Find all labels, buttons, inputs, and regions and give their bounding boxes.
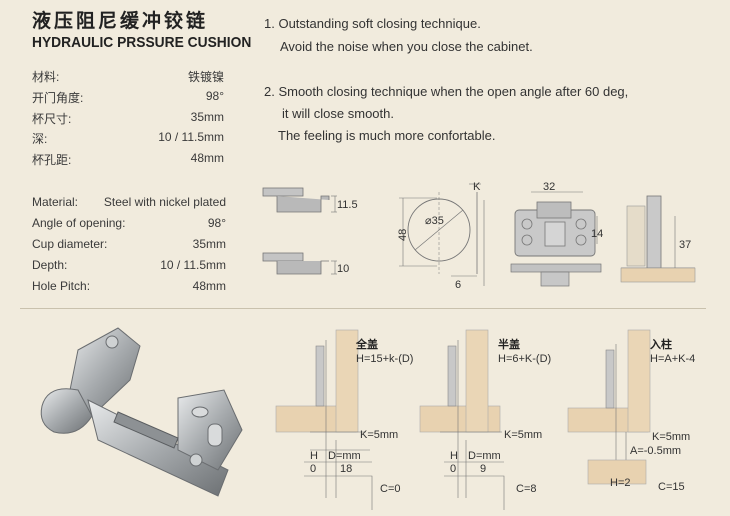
plate-height-label: 14 xyxy=(591,228,603,240)
overlay-k-label: K=5mm xyxy=(652,431,690,443)
mounting-plate: 32 14 xyxy=(510,181,603,287)
technical-drawings: 11.5 10 ⌀35 48 K 6 32 xyxy=(262,181,696,291)
cup-plan-view: ⌀35 48 K 6 xyxy=(397,181,485,291)
table-header: D=mm xyxy=(468,450,501,462)
title-english: HYDRAULIC PRSSURE CUSHION xyxy=(32,34,252,51)
spec-value: 铁镀镍 xyxy=(187,70,224,84)
overlay-a-label: A=-0.5mm xyxy=(630,445,681,457)
overlay-h-label: H=2 xyxy=(610,477,631,489)
full-overlay-diagram: 全盖 H=15+k-(D) K=5mm H D=mm 0 18 C=0 xyxy=(275,329,413,510)
spec-value: 48mm xyxy=(190,151,224,165)
feature-line: 1. Outstanding soft closing technique. xyxy=(264,16,481,31)
hole-pitch-label: 48 xyxy=(397,229,409,241)
spec-value: 35mm xyxy=(192,237,226,251)
spec-label: Depth: xyxy=(32,258,68,272)
plate-width-label: 32 xyxy=(543,181,555,193)
title-chinese: 液压阻尼缓冲铰链 xyxy=(32,11,209,32)
spec-row: 材料: 铁镀镍 xyxy=(32,68,224,88)
feature-line: The feeling is much more confortable. xyxy=(278,128,496,143)
overlay-formula: H=A+K-4 xyxy=(650,353,695,365)
spec-label: Angle of opening: xyxy=(32,216,126,230)
overlay-k-label: K=5mm xyxy=(504,429,542,441)
feature-line: it will close smooth. xyxy=(282,106,394,121)
spec-value: 98° xyxy=(205,89,224,103)
spec-row: Depth: 10 / 11.5mm xyxy=(32,258,226,278)
table-value: 18 xyxy=(340,463,352,475)
table-value: 0 xyxy=(310,463,316,475)
spec-row: 杯孔距: 48mm xyxy=(32,151,224,171)
spec-value: 10 / 11.5mm xyxy=(158,130,224,144)
edge-distance-label: 6 xyxy=(455,279,461,291)
table-header: H xyxy=(450,450,458,462)
cup-depth-label: 10 xyxy=(337,263,349,275)
spec-row: Material: Steel with nickel plated xyxy=(32,195,226,215)
hinge-product-image xyxy=(40,327,243,497)
overlay-k-label: K=5mm xyxy=(360,429,398,441)
half-overlay-diagram: 半盖 H=6+K-(D) K=5mm H D=mm 0 9 C=8 xyxy=(419,329,551,510)
spec-label: 深: xyxy=(32,132,48,146)
spec-row: 杯尺寸: 35mm xyxy=(32,110,224,130)
spec-value: Steel with nickel plated xyxy=(103,195,226,209)
spec-label: 杯孔距: xyxy=(32,153,72,167)
spec-value: 48mm xyxy=(192,279,226,293)
side-height-label: 37 xyxy=(679,239,691,251)
cup-diameter-label: ⌀35 xyxy=(425,215,444,227)
spec-value: 10 / 11.5mm xyxy=(160,258,226,272)
spec-row: Cup diameter: 35mm xyxy=(32,237,226,257)
overlay-diagrams: 全盖 H=15+k-(D) K=5mm H D=mm 0 18 C=0 半盖 H… xyxy=(275,329,695,510)
spec-value: 98° xyxy=(207,216,226,230)
feature-line: Avoid the noise when you close the cabin… xyxy=(280,39,533,54)
overlay-name: 入柱 xyxy=(650,337,672,351)
spec-label: Material: xyxy=(32,195,79,209)
spec-label: 开门角度: xyxy=(32,91,84,105)
overlay-name: 全盖 xyxy=(355,337,378,351)
table-value: 9 xyxy=(480,463,486,475)
spec-value: 35mm xyxy=(190,110,224,124)
inset-diagram: 入柱 H=A+K-4 K=5mm A=-0.5mm H=2 C=15 xyxy=(567,329,695,493)
overlay-formula: H=6+K-(D) xyxy=(498,353,551,365)
overlay-name: 半盖 xyxy=(498,337,520,351)
cup-profile-deep: 11.5 xyxy=(262,187,358,213)
spec-row: Hole Pitch: 48mm xyxy=(32,279,226,299)
table-header: D=mm xyxy=(328,450,361,462)
cup-depth-label: 11.5 xyxy=(337,199,358,211)
offset-k-label: K xyxy=(473,181,481,193)
spec-label: 杯尺寸: xyxy=(32,112,72,126)
spec-label: 材料: xyxy=(32,70,60,84)
feature-line: 2. Smooth closing technique when the ope… xyxy=(264,84,629,99)
spec-row: Angle of opening: 98° xyxy=(32,216,226,236)
overlay-formula: H=15+k-(D) xyxy=(356,353,413,365)
table-header: H xyxy=(310,450,318,462)
spec-row: 深: 10 / 11.5mm xyxy=(32,130,224,150)
table-value: 0 xyxy=(450,463,456,475)
spec-label: Hole Pitch: xyxy=(32,279,91,293)
overlay-c-label: C=0 xyxy=(380,483,401,495)
spec-label: Cup diameter: xyxy=(32,237,108,251)
spec-row: 开门角度: 98° xyxy=(32,89,224,109)
cup-profile-shallow: 10 xyxy=(262,252,349,275)
hinge-side-view: 37 xyxy=(620,195,696,283)
overlay-c-label: C=15 xyxy=(658,481,685,493)
overlay-c-label: C=8 xyxy=(516,483,537,495)
section-divider xyxy=(20,308,706,309)
